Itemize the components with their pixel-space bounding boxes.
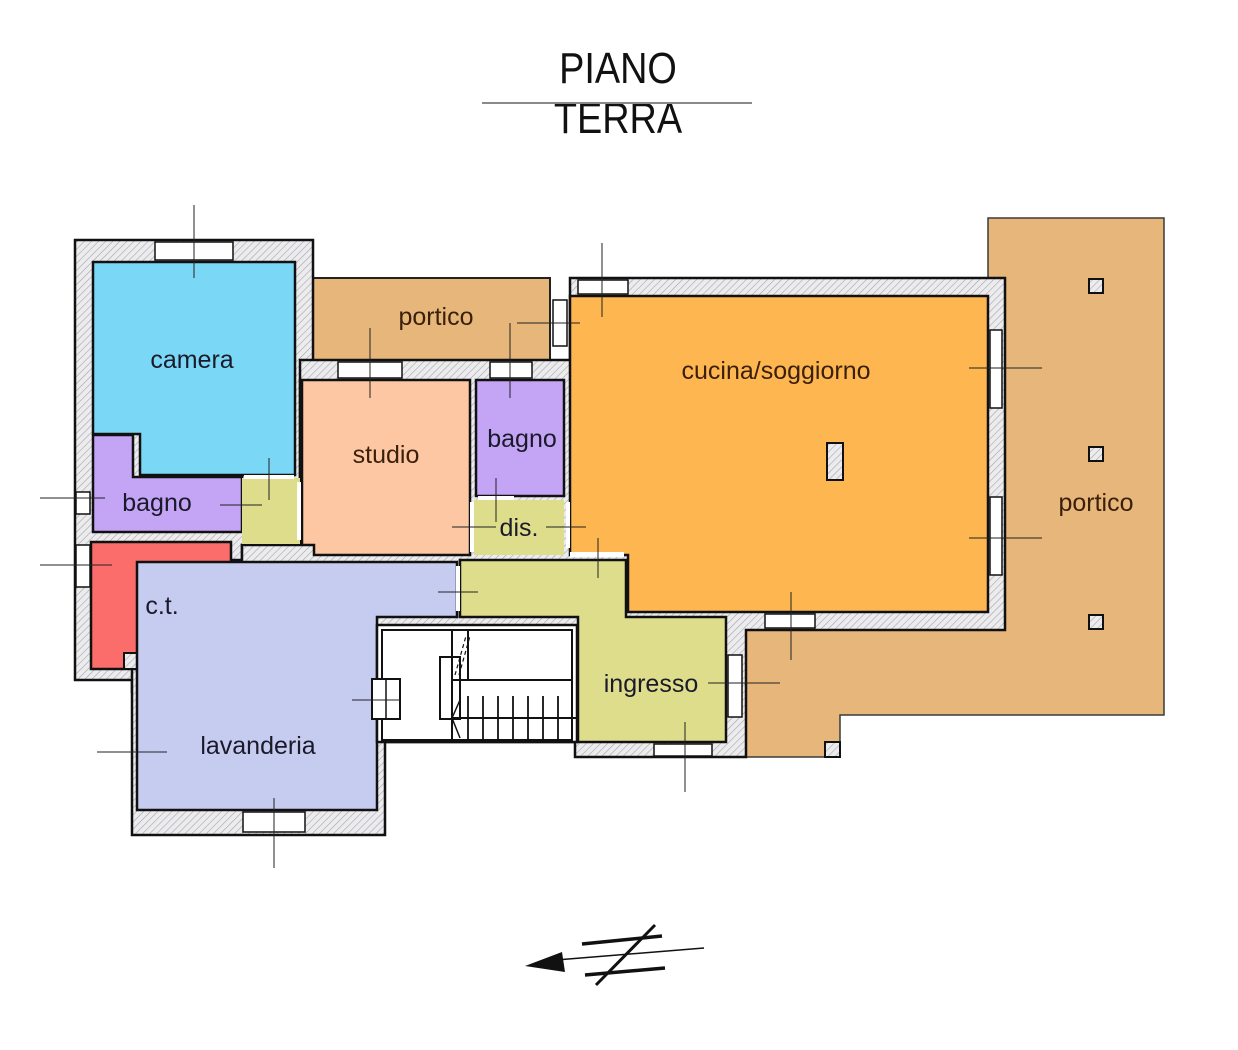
room-studio bbox=[300, 378, 472, 557]
reference-lines bbox=[40, 205, 1042, 868]
label-cucina-soggiorno: cucina/soggiorno bbox=[681, 357, 870, 385]
room-ingresso bbox=[458, 558, 728, 744]
north-arrow-icon bbox=[525, 923, 705, 987]
label-studio: studio bbox=[353, 441, 420, 469]
label-dis: dis. bbox=[500, 514, 539, 542]
label-ingresso: ingresso bbox=[604, 670, 699, 698]
label-ct: c.t. bbox=[145, 592, 178, 620]
room-passage bbox=[242, 478, 300, 544]
label-portico-top: portico bbox=[398, 303, 473, 331]
room-bagno-mid bbox=[474, 378, 566, 498]
title-underline bbox=[482, 102, 752, 104]
pillar bbox=[1088, 446, 1104, 462]
room-bagno-left bbox=[91, 433, 244, 534]
label-bagno-mid: bagno bbox=[487, 425, 557, 453]
pillar bbox=[1088, 278, 1104, 294]
room-cucina-soggiorno bbox=[568, 294, 990, 614]
label-bagno-left: bagno bbox=[122, 489, 192, 517]
label-portico-right: portico bbox=[1058, 489, 1133, 517]
pillar bbox=[1088, 614, 1104, 630]
label-camera: camera bbox=[150, 346, 233, 374]
column bbox=[826, 442, 844, 481]
staircase bbox=[371, 623, 579, 744]
label-lavanderia: lavanderia bbox=[200, 732, 315, 760]
pillar bbox=[824, 741, 841, 758]
